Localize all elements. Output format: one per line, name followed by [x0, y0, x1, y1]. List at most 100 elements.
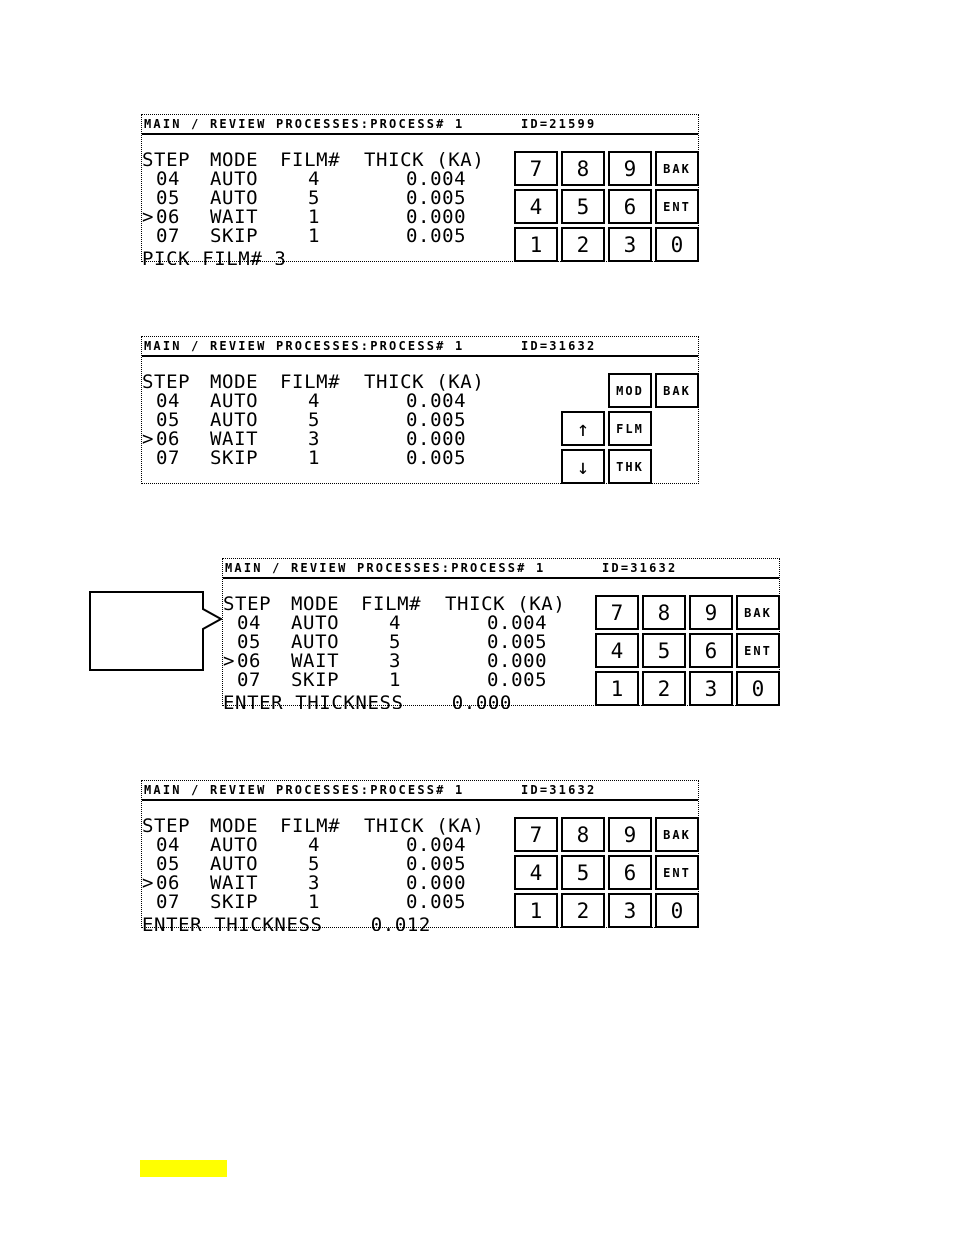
key-1[interactable]: 1: [514, 227, 558, 262]
lcd-screen-3: MAIN / REVIEW PROCESSES:PROCESS# 1 ID=31…: [222, 558, 780, 709]
key-0[interactable]: 0: [655, 893, 699, 928]
thick-cell: 0.005: [406, 187, 467, 209]
lcd-screen-2: MAIN / REVIEW PROCESSES:PROCESS# 1 ID=31…: [141, 336, 699, 484]
col-step-header: STEP: [142, 815, 191, 837]
thick-cell: 0.005: [487, 631, 548, 653]
col-step-header: STEP: [223, 593, 272, 615]
screen-header: MAIN / REVIEW PROCESSES:PROCESS# 1 ID=31…: [142, 781, 698, 801]
key-7[interactable]: 7: [595, 595, 639, 630]
thick-cell: 0.005: [406, 891, 467, 913]
col-film-header: FILM#: [280, 149, 341, 171]
film-cell: 5: [389, 631, 402, 653]
step-cell: 04: [237, 612, 262, 634]
key-9[interactable]: 9: [608, 151, 652, 186]
enter-button[interactable]: ENT: [736, 633, 780, 668]
key-2[interactable]: 2: [561, 227, 605, 262]
step-cell: 04: [156, 834, 181, 856]
step-cell: 06: [156, 206, 181, 228]
row-selection-marker: >: [142, 428, 155, 450]
input-prompt: ENTER THICKNESS 0.012: [142, 916, 431, 931]
mode-cell: WAIT: [291, 650, 340, 672]
thickness-button[interactable]: THK: [608, 449, 652, 484]
film-cell: 3: [308, 872, 321, 894]
col-thick-header: THICK (KA): [364, 815, 485, 837]
step-cell: 07: [156, 891, 181, 913]
col-thick-header: THICK (KA): [364, 371, 485, 393]
step-cell: 05: [156, 409, 181, 431]
row-selection-marker: >: [142, 872, 155, 894]
key-6[interactable]: 6: [689, 633, 733, 668]
thick-cell: 0.005: [406, 225, 467, 247]
key-4[interactable]: 4: [514, 189, 558, 224]
step-cell: 04: [156, 390, 181, 412]
key-9[interactable]: 9: [608, 817, 652, 852]
mode-cell: SKIP: [210, 447, 259, 469]
col-mode-header: MODE: [210, 815, 259, 837]
key-3[interactable]: 3: [608, 227, 652, 262]
enter-button[interactable]: ENT: [655, 189, 699, 224]
step-cell: 07: [237, 669, 262, 691]
key-3[interactable]: 3: [689, 671, 733, 706]
key-8[interactable]: 8: [561, 817, 605, 852]
thick-cell: 0.005: [487, 669, 548, 691]
film-cell: 3: [308, 428, 321, 450]
key-5[interactable]: 5: [642, 633, 686, 668]
back-button[interactable]: BAK: [655, 817, 699, 852]
key-1[interactable]: 1: [595, 671, 639, 706]
mode-cell: SKIP: [210, 891, 259, 913]
screen-header: MAIN / REVIEW PROCESSES:PROCESS# 1 ID=21…: [142, 115, 698, 135]
key-8[interactable]: 8: [561, 151, 605, 186]
modify-button[interactable]: MOD: [608, 373, 652, 408]
step-cell: 07: [156, 225, 181, 247]
mode-cell: AUTO: [210, 409, 259, 431]
mode-cell: AUTO: [210, 187, 259, 209]
thick-cell: 0.000: [406, 872, 467, 894]
back-button[interactable]: BAK: [655, 373, 699, 408]
film-cell: 5: [308, 409, 321, 431]
key-5[interactable]: 5: [561, 189, 605, 224]
col-film-header: FILM#: [280, 815, 341, 837]
key-8[interactable]: 8: [642, 595, 686, 630]
film-cell: 4: [308, 834, 321, 856]
key-3[interactable]: 3: [608, 893, 652, 928]
col-mode-header: MODE: [210, 371, 259, 393]
key-5[interactable]: 5: [561, 855, 605, 890]
key-0[interactable]: 0: [736, 671, 780, 706]
step-cell: 06: [156, 428, 181, 450]
key-7[interactable]: 7: [514, 151, 558, 186]
film-button[interactable]: FLM: [608, 411, 652, 446]
enter-button[interactable]: ENT: [655, 855, 699, 890]
key-2[interactable]: 2: [561, 893, 605, 928]
mode-cell: AUTO: [210, 834, 259, 856]
col-mode-header: MODE: [210, 149, 259, 171]
input-prompt: ENTER THICKNESS 0.000: [223, 694, 512, 709]
film-cell: 1: [308, 225, 321, 247]
arrow-up-icon[interactable]: ↑: [561, 411, 605, 446]
film-cell: 3: [389, 650, 402, 672]
back-button[interactable]: BAK: [736, 595, 780, 630]
key-6[interactable]: 6: [608, 855, 652, 890]
key-7[interactable]: 7: [514, 817, 558, 852]
thick-cell: 0.005: [406, 447, 467, 469]
arrow-down-icon[interactable]: ↓: [561, 449, 605, 484]
film-cell: 5: [308, 187, 321, 209]
mode-cell: AUTO: [291, 612, 340, 634]
back-button[interactable]: BAK: [655, 151, 699, 186]
mode-cell: AUTO: [210, 168, 259, 190]
mode-cell: SKIP: [291, 669, 340, 691]
film-cell: 1: [308, 891, 321, 913]
key-1[interactable]: 1: [514, 893, 558, 928]
key-2[interactable]: 2: [642, 671, 686, 706]
col-step-header: STEP: [142, 371, 191, 393]
thick-cell: 0.004: [406, 834, 467, 856]
mode-cell: AUTO: [210, 853, 259, 875]
thick-cell: 0.005: [406, 853, 467, 875]
input-prompt: PICK FILM# 3: [142, 250, 287, 265]
key-4[interactable]: 4: [595, 633, 639, 668]
thick-cell: 0.000: [487, 650, 548, 672]
key-4[interactable]: 4: [514, 855, 558, 890]
key-6[interactable]: 6: [608, 189, 652, 224]
key-9[interactable]: 9: [689, 595, 733, 630]
key-0[interactable]: 0: [655, 227, 699, 262]
yellow-highlight: [140, 1160, 227, 1177]
